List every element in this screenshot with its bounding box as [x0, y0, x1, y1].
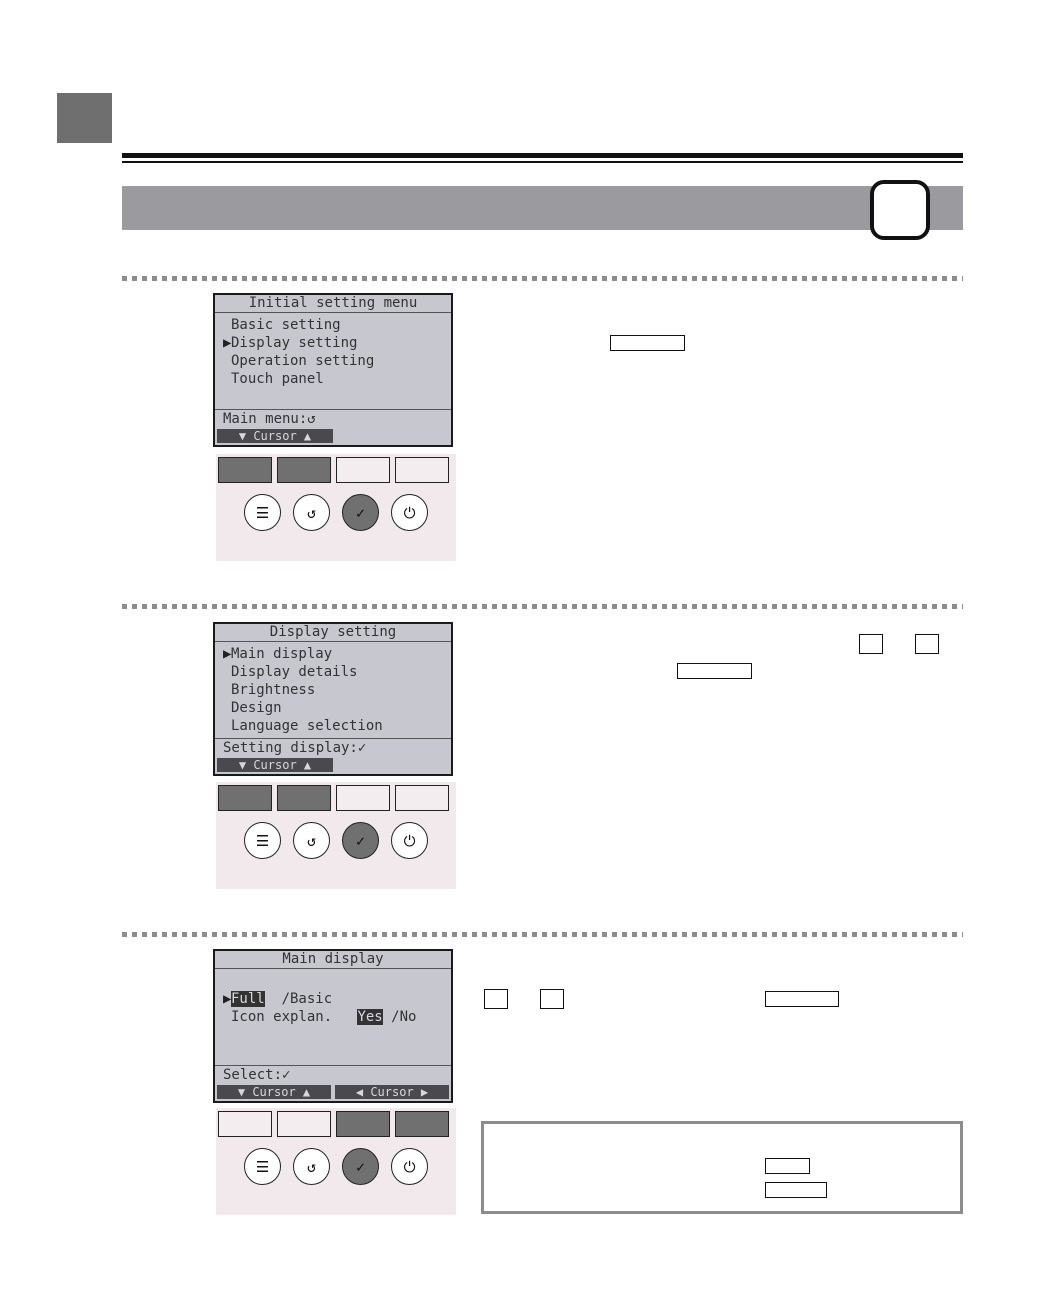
cursor-arrow-icon: ▶ [223, 646, 232, 662]
cursor-arrow-icon: ▶ [223, 335, 232, 351]
f3-button[interactable] [336, 1111, 390, 1137]
section-badge [870, 180, 930, 240]
f3-button[interactable] [336, 457, 390, 483]
note-box [481, 1121, 963, 1214]
menu-item-touch-panel[interactable]: Touch panel [231, 371, 324, 387]
option-row-display-mode[interactable]: ▶Full /Basic [223, 990, 445, 1008]
header-rule [122, 153, 963, 158]
footer-hint: Setting display:✓ [223, 740, 367, 756]
menu-icon: ☰ [255, 831, 270, 850]
f2-button[interactable] [277, 1111, 331, 1137]
control-panel: ☰ ↺ ✓ ⏻ [216, 454, 456, 561]
step-divider [122, 276, 963, 281]
menu-item-display-details[interactable]: Display details [231, 664, 358, 680]
f4-button[interactable] [395, 457, 449, 483]
lcd-title: Main display [215, 951, 451, 969]
option-row-icon-explanation[interactable]: Icon explan. Yes /No [223, 1008, 445, 1026]
option-no[interactable]: /No [382, 1009, 417, 1025]
power-button[interactable]: ⏻ [391, 494, 428, 531]
menu-icon: ☰ [255, 503, 270, 522]
cursor-arrow-icon: ▶ [223, 991, 232, 1007]
return-button[interactable]: ↺ [293, 1148, 330, 1185]
return-icon: ↺ [306, 831, 317, 850]
return-button[interactable]: ↺ [293, 494, 330, 531]
option-label: Icon explan. [231, 1009, 333, 1025]
menu-item-design[interactable]: Design [231, 700, 282, 716]
control-panel: ☰ ↺ ✓ ⏻ [216, 782, 456, 889]
inline-f3-reference [484, 989, 508, 1009]
return-icon: ↺ [306, 503, 317, 522]
menu-item-display-setting[interactable]: ▶Display setting [223, 335, 358, 351]
footer-hint: Select:✓ [223, 1067, 291, 1083]
f4-button[interactable] [395, 1111, 449, 1137]
menu-item-operation-setting[interactable]: Operation setting [231, 353, 375, 369]
inline-f4-reference [540, 989, 564, 1009]
lcd-footer: Main menu:↺ [215, 409, 451, 428]
cursor-key-label: ▼ Cursor ▲ [217, 429, 333, 443]
menu-button[interactable]: ☰ [244, 822, 281, 859]
return-button[interactable]: ↺ [293, 822, 330, 859]
option-basic[interactable]: /Basic [264, 991, 333, 1007]
section-bar [122, 186, 963, 230]
control-panel: ☰ ↺ ✓ ⏻ [216, 1108, 456, 1215]
menu-item-basic-setting[interactable]: Basic setting [231, 317, 341, 333]
inline-button-reference [677, 663, 752, 679]
header-rule-thin [122, 161, 963, 163]
menu-button[interactable]: ☰ [244, 494, 281, 531]
cursor-key-label-horizontal: ◀ Cursor ▶ [335, 1085, 449, 1099]
lcd-title: Initial setting menu [215, 295, 451, 313]
select-button[interactable]: ✓ [342, 494, 379, 531]
menu-item-brightness[interactable]: Brightness [231, 682, 316, 698]
cursor-key-label: ▼ Cursor ▲ [217, 758, 333, 772]
power-button[interactable]: ⏻ [391, 1148, 428, 1185]
step-divider [122, 932, 963, 937]
inline-button-reference-note [765, 1182, 827, 1198]
lcd-screen-main-display: Main display ▶Full /Basic Icon explan. Y… [213, 949, 453, 1103]
menu-icon: ☰ [255, 1157, 270, 1176]
lcd-title: Display setting [215, 624, 451, 642]
menu-item-language-selection[interactable]: Language selection [231, 718, 383, 734]
footer-hint: Main menu:↺ [223, 411, 316, 427]
inline-button-reference [765, 991, 839, 1007]
chapter-tab-marker [57, 93, 112, 143]
lcd-screen-display-setting: Display setting ▶Main display Display de… [213, 622, 453, 776]
power-button[interactable]: ⏻ [391, 822, 428, 859]
power-icon: ⏻ [403, 503, 416, 522]
menu-item-main-display[interactable]: ▶Main display [223, 646, 333, 662]
inline-button-reference-note [765, 1158, 810, 1174]
f2-button[interactable] [277, 457, 331, 483]
inline-f2-reference [915, 634, 939, 654]
selected-option-full[interactable]: Full [231, 991, 265, 1007]
f1-button[interactable] [218, 785, 272, 811]
lcd-footer: Setting display:✓ [215, 738, 451, 757]
check-icon: ✓ [355, 831, 366, 850]
f1-button[interactable] [218, 1111, 272, 1137]
f4-button[interactable] [395, 785, 449, 811]
power-icon: ⏻ [403, 831, 416, 850]
inline-f1-reference [859, 634, 883, 654]
step-divider [122, 604, 963, 609]
lcd-footer: Select:✓ [215, 1065, 451, 1084]
f2-button[interactable] [277, 785, 331, 811]
selected-option-yes[interactable]: Yes [357, 1009, 383, 1025]
select-button[interactable]: ✓ [342, 822, 379, 859]
return-icon: ↺ [306, 1157, 317, 1176]
lcd-screen-initial-setting: Initial setting menu Basic setting ▶Disp… [213, 293, 453, 447]
f3-button[interactable] [336, 785, 390, 811]
check-icon: ✓ [355, 503, 366, 522]
cursor-key-label-vertical: ▼ Cursor ▲ [217, 1085, 331, 1099]
check-icon: ✓ [355, 1157, 366, 1176]
inline-button-reference [610, 335, 685, 351]
f1-button[interactable] [218, 457, 272, 483]
menu-button[interactable]: ☰ [244, 1148, 281, 1185]
select-button[interactable]: ✓ [342, 1148, 379, 1185]
power-icon: ⏻ [403, 1157, 416, 1176]
